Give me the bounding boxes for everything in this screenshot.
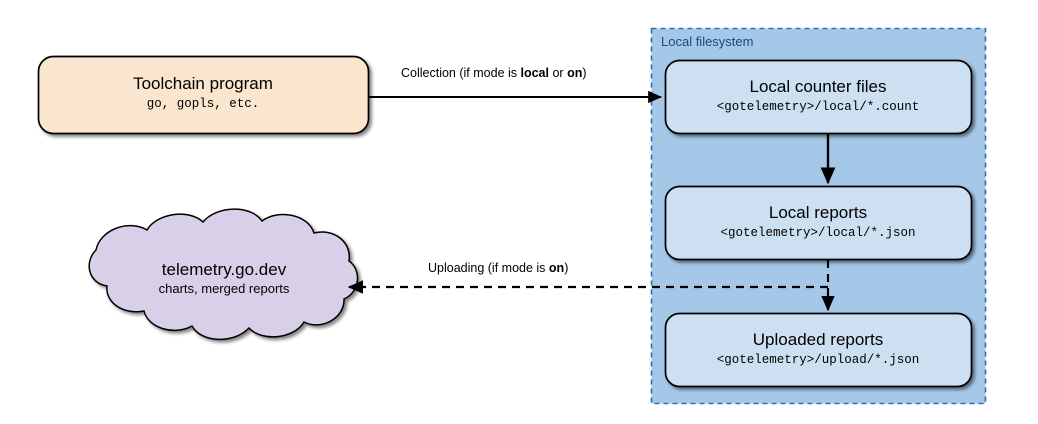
uploaded-reports-rect	[664, 312, 973, 388]
local-reports-rect	[664, 185, 973, 261]
toolchain-program-rect	[37, 55, 370, 135]
local-counter-files-rect	[664, 59, 973, 135]
telemetry-cloud-shape	[88, 208, 359, 341]
